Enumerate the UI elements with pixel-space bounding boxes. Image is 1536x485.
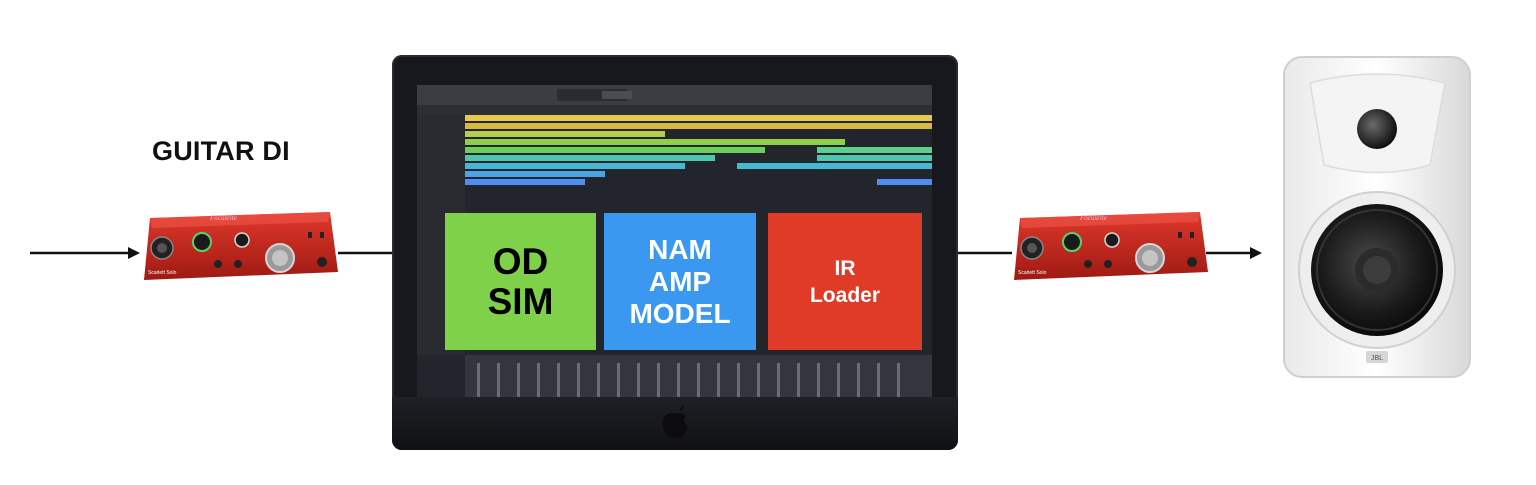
ir-loader-box: IR Loader [768,213,922,350]
interface-brand: Focusrite [1079,214,1107,222]
nam-amp-model-box: NAM AMP MODEL [604,213,756,350]
audio-interface-icon: Focusrite Scarlett Solo [144,212,338,280]
audio-interface-icon: Focusrite Scarlett Solo [1014,212,1208,280]
interface-model: Scarlett Solo [1018,270,1047,276]
speaker-brand: JBL [1371,355,1383,362]
daw-screen: OD SIM NAM AMP MODEL IR Loader [417,85,932,430]
guitar-di-label: GUITAR DI [152,136,290,166]
nam-line-3: MODEL [629,297,731,329]
apple-icon [662,405,688,438]
arrow-right-icon [1206,247,1262,259]
ir-loader-line-2: Loader [809,283,880,307]
interface-model: Scarlett Solo [148,270,177,276]
studio-monitor-icon: JBL [1283,56,1471,378]
ir-loader-line-1: IR [834,256,856,280]
interface-brand: Focusrite [209,214,237,222]
arrow-right-icon [30,247,140,259]
nam-line-2: AMP [648,265,712,297]
od-sim-line-2: SIM [487,280,554,322]
od-sim-box: OD SIM [445,213,596,350]
od-sim-line-1: OD [492,240,549,282]
computer-monitor: OD SIM NAM AMP MODEL IR Loader [392,55,958,450]
nam-line-1: NAM [648,233,712,265]
